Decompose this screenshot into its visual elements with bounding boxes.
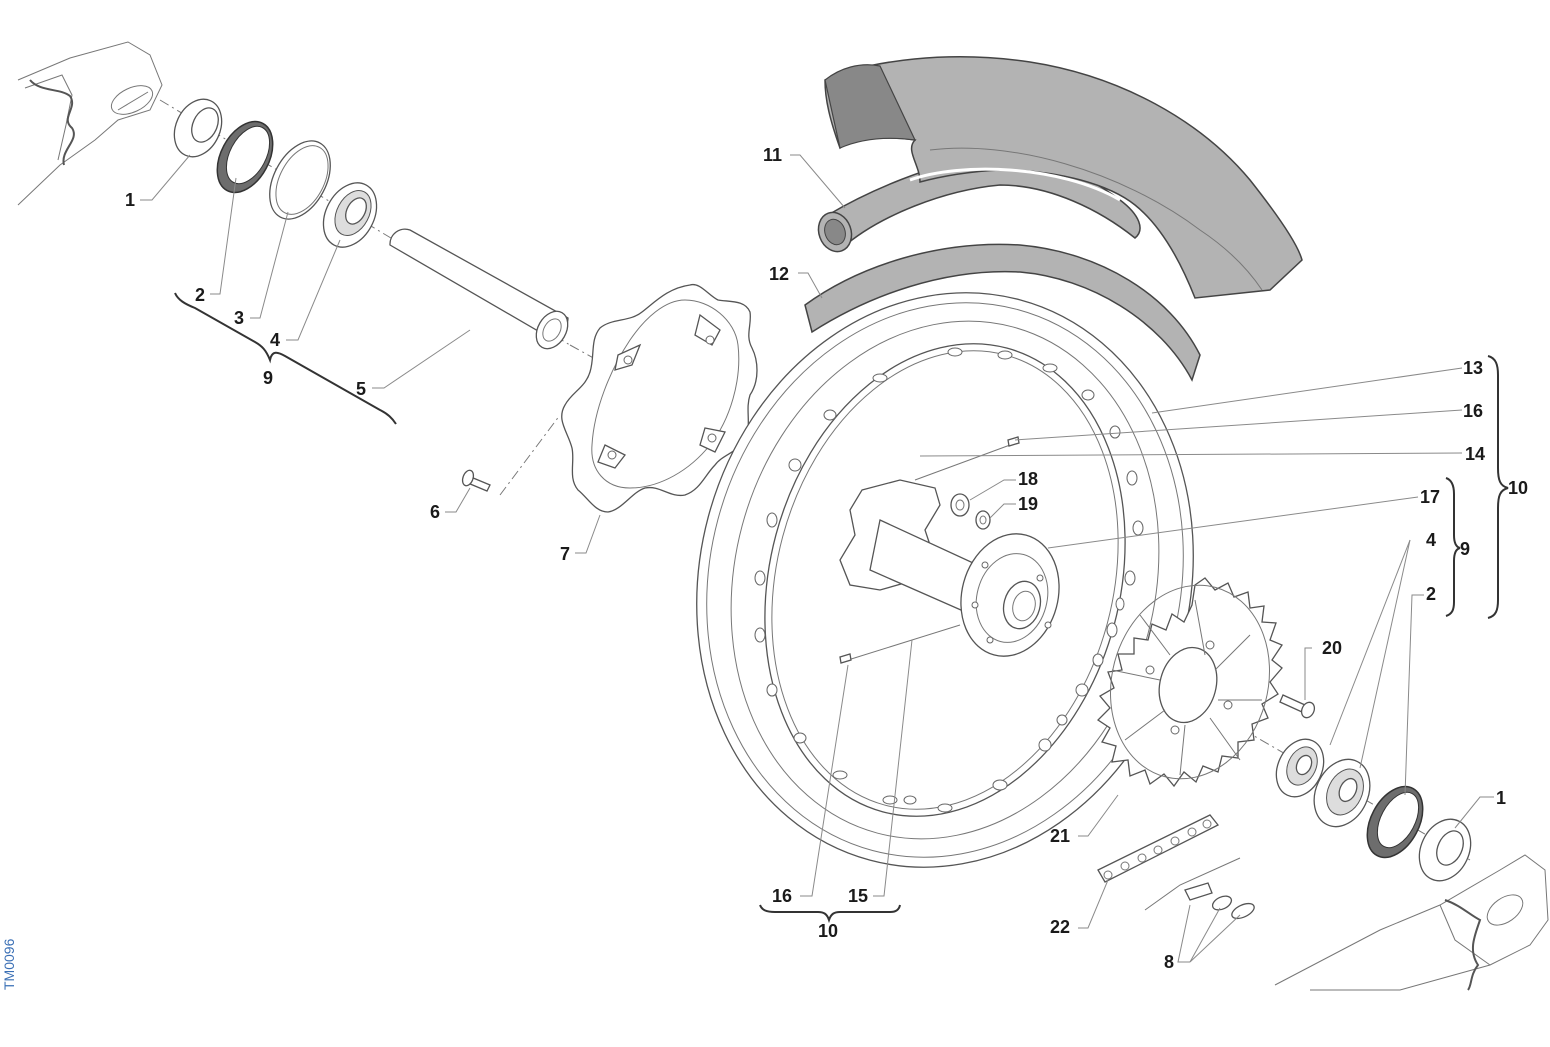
tyre: [824, 56, 1303, 299]
callout-1-right: 1: [1496, 788, 1506, 808]
rim-spoke-holes: [754, 347, 1144, 813]
part-4-right-bearing-a: [1275, 738, 1325, 798]
part-1-left-seal: [173, 98, 223, 158]
callout-14: 14: [1465, 444, 1485, 464]
part-7-brake-disc: [561, 283, 758, 513]
callout-21: 21: [1050, 826, 1070, 846]
callout-10-right: 10: [1508, 478, 1528, 498]
drawing-reference-code: TM0096: [1, 938, 17, 990]
callout-labels: 1 2 3 4 9 5 6 7 11 12 13 16 14 10 18 19 …: [125, 145, 1528, 972]
callout-16-right: 16: [1463, 401, 1483, 421]
swingarm-left: [17, 41, 163, 206]
part-5-spacer: [389, 228, 569, 350]
part-21-sprocket: [1096, 577, 1283, 788]
callout-1-left: 1: [125, 190, 135, 210]
callout-12: 12: [769, 264, 789, 284]
callout-3: 3: [234, 308, 244, 328]
part-12-rim-strip: [804, 243, 1201, 382]
part-1-right-seal: [1418, 818, 1472, 882]
callout-6: 6: [430, 502, 440, 522]
callout-2-left: 2: [195, 285, 205, 305]
part-4-left-bearing: [322, 182, 378, 248]
callout-9-right: 9: [1460, 539, 1470, 559]
spokes: [839, 436, 1020, 664]
part-19-washer: [975, 510, 991, 530]
part-8-master-link: [1144, 857, 1255, 920]
callout-20: 20: [1322, 638, 1342, 658]
callout-8: 8: [1164, 952, 1174, 972]
callout-9-left: 9: [263, 368, 273, 388]
part-6-bolt: [461, 469, 491, 492]
callout-11: 11: [763, 145, 782, 165]
callout-15: 15: [848, 886, 868, 906]
callout-22: 22: [1050, 917, 1070, 937]
callout-13: 13: [1463, 358, 1483, 378]
callout-16-bottom: 16: [772, 886, 792, 906]
part-22-chain: [1097, 814, 1220, 883]
callout-5: 5: [356, 379, 366, 399]
callout-10-bottom: 10: [818, 921, 838, 941]
callout-7: 7: [560, 544, 570, 564]
braces: [174, 292, 1509, 924]
part-4-right-bearing-b: [1313, 758, 1371, 828]
part-20-bolt: [1279, 694, 1316, 719]
callout-17: 17: [1420, 487, 1440, 507]
part-18-nut: [950, 493, 970, 517]
callout-2-right: 2: [1426, 584, 1436, 604]
leader-lines: [140, 154, 1494, 963]
callout-19: 19: [1018, 494, 1038, 514]
callout-4-right: 4: [1426, 530, 1436, 550]
part-3-circlip: [269, 140, 331, 220]
part-2-right-ring: [1366, 785, 1424, 859]
swingarm-right: [1274, 854, 1549, 991]
part-2-left-ring: [216, 120, 274, 194]
wheel-hub: [839, 479, 1060, 657]
callout-4-left: 4: [270, 330, 280, 350]
callout-18: 18: [1018, 469, 1038, 489]
